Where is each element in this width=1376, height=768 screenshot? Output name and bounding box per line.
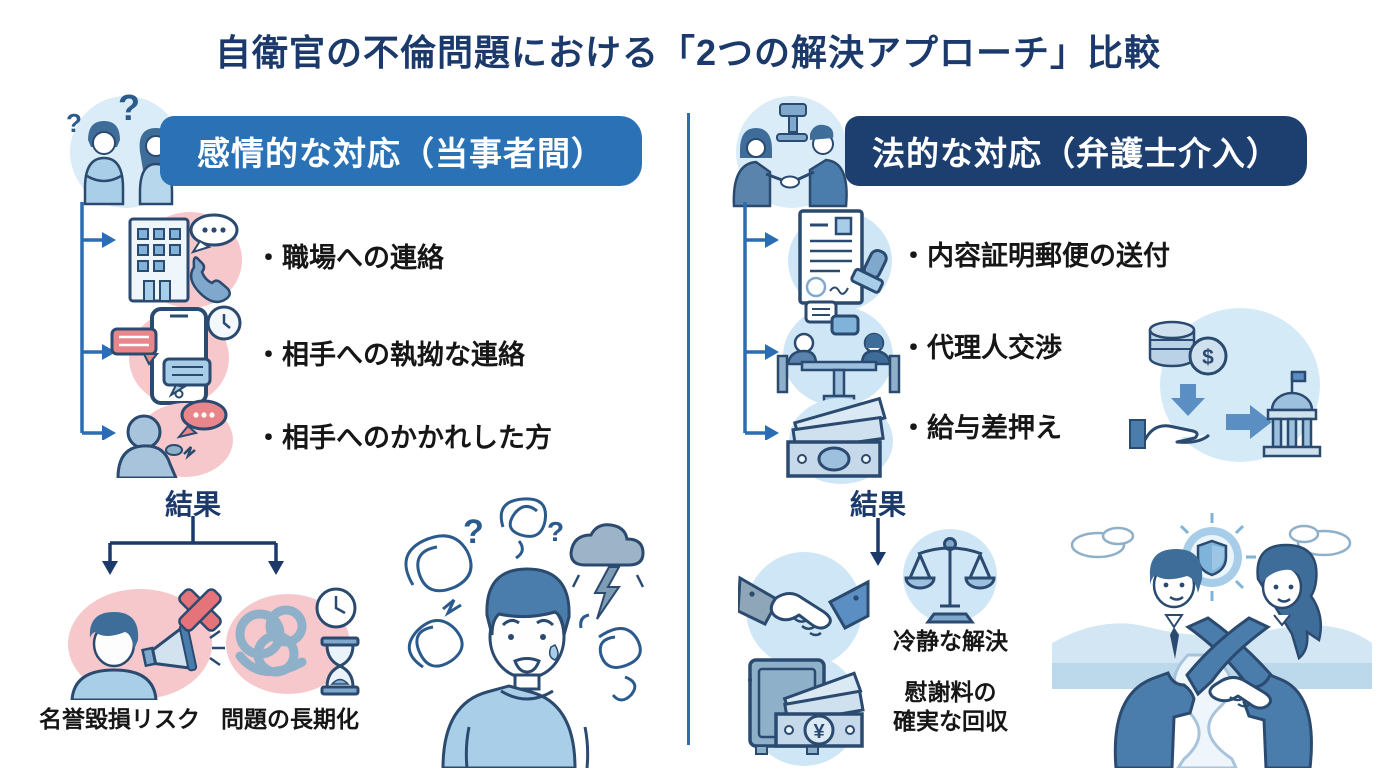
left-header-label: 感情的な対応（当事者間） [197, 135, 605, 172]
right-outcome-2-line2: 確実な回収 [893, 707, 1008, 734]
svg-text:?: ? [118, 88, 140, 128]
svg-text:?: ? [547, 516, 564, 547]
safe-money-icon: ¥ [742, 650, 870, 768]
left-result-branch-arrows [98, 514, 288, 578]
right-result-label: 結果 [849, 489, 906, 520]
svg-text:?: ? [66, 108, 82, 138]
tangle-clock-icon [212, 582, 372, 696]
right-outcome-2-label: 慰謝料の 確実な回収 [878, 678, 1023, 736]
lawyer-handshake-gavel-icon [722, 88, 857, 213]
right-item-1-label: ・内容証明郵便の送付 [900, 241, 1170, 271]
banknotes-icon [766, 396, 906, 486]
svg-text:$: $ [1202, 346, 1214, 369]
megaphone-x-icon [52, 582, 237, 700]
certified-mail-icon [770, 203, 905, 313]
office-phone-icon [108, 205, 248, 310]
right-outcome-1-label: 冷静な解決 [893, 628, 1008, 654]
right-header-label: 法的な対応（弁護士介入） [872, 135, 1280, 172]
svg-text:?: ? [463, 513, 484, 551]
page-title: 自衛官の不倫問題における「2つの解決アプローチ」比較 [214, 32, 1162, 73]
negotiation-icon [766, 300, 911, 410]
left-outcome-2-label: 問題の長期化 [221, 706, 359, 732]
left-header: 感情的な対応（当事者間） [160, 116, 642, 186]
salary-to-government-flow-icon: $ [1122, 300, 1322, 465]
svg-text:¥: ¥ [813, 721, 825, 743]
right-item-3-label: ・給与差押え [900, 413, 1062, 443]
left-item-1-label: ・職場への連絡 [255, 243, 444, 273]
phone-messages-icon [104, 303, 244, 408]
left-connector-arrows [72, 198, 122, 440]
left-item-2-label: ・相手への執拗な連絡 [255, 340, 525, 370]
right-connector-arrows [735, 198, 785, 440]
handshake-icon [738, 534, 870, 679]
center-divider [687, 113, 690, 745]
scales-icon [898, 526, 1002, 626]
stressed-person-illustration: ? ? [385, 485, 670, 768]
right-result-arrow [862, 516, 894, 568]
angry-person-icon [110, 398, 240, 478]
left-outcome-1-label: 名誉毀損リスク [39, 706, 200, 732]
left-item-3-label: ・相手へのかかれした方 [255, 423, 552, 453]
right-outcome-2-line1: 慰謝料の [904, 679, 997, 705]
right-item-2-label: ・代理人交渉 [900, 333, 1062, 363]
left-result-label: 結果 [164, 489, 221, 520]
right-header: 法的な対応（弁護士介入） [845, 116, 1307, 186]
agreement-shield-illustration [1052, 505, 1372, 768]
